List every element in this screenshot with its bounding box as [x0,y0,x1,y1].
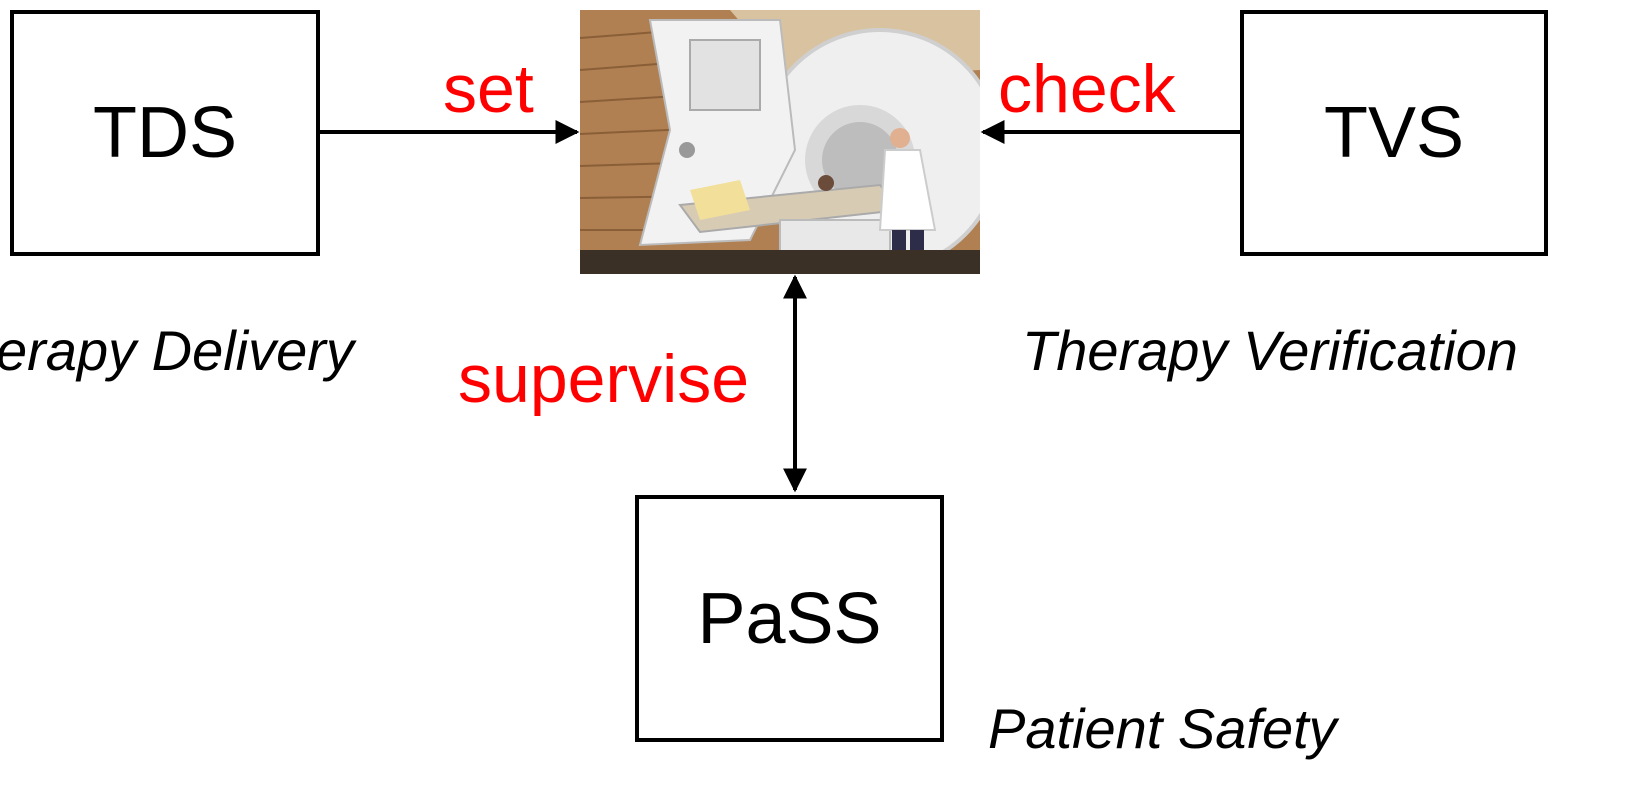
set-label: set [443,51,534,127]
tds-caption: erapy Delivery [0,319,354,382]
tvs-label: TVS [1323,93,1465,173]
tvs-box: TVS [1240,10,1548,256]
supervise-label: supervise [458,341,750,417]
pass-box: PaSS [635,495,944,742]
tvs-caption: Therapy Verification [1022,319,1518,382]
pass-label: PaSS [697,578,882,659]
tds-box: TDS [10,10,320,256]
treatment-room-illustration [580,10,980,274]
treatment-room-photo [580,10,980,274]
tds-label: TDS [93,93,237,173]
pass-caption: Patient Safety [988,697,1337,760]
check-label: check [998,51,1176,127]
